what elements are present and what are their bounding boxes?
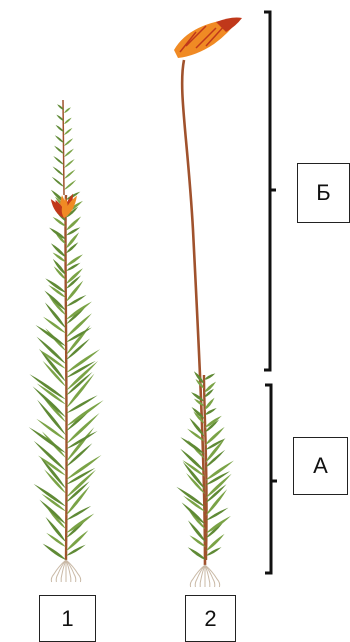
leaf <box>191 392 204 401</box>
leaf <box>36 337 66 365</box>
plant-1-number-box: 1 <box>39 595 96 642</box>
leaf <box>183 462 206 490</box>
label-a-box: А <box>293 437 348 495</box>
leaf <box>35 325 66 346</box>
leaf <box>182 502 206 524</box>
plant-1-number: 1 <box>61 606 73 632</box>
plant-2-number: 2 <box>204 606 216 632</box>
leaf <box>44 291 66 311</box>
bracket-b-sporophyte <box>264 12 276 370</box>
leaf <box>53 166 64 176</box>
leaf <box>29 374 66 400</box>
leaf <box>52 177 64 187</box>
leaf <box>49 228 66 240</box>
stem <box>65 195 66 560</box>
leaf <box>53 156 64 165</box>
leaf <box>66 395 98 413</box>
bracket-a-gametophyte <box>265 385 277 573</box>
label-a-text: А <box>313 453 328 479</box>
label-b-text: Б <box>316 180 330 206</box>
leaf <box>66 545 86 556</box>
leaf <box>206 508 229 521</box>
plant-2-sporophyte-on-gametophyte <box>174 18 242 588</box>
leaf <box>64 128 72 135</box>
capsule <box>174 18 242 59</box>
leaf <box>204 398 214 411</box>
leaf <box>46 533 66 547</box>
leaf <box>51 243 66 257</box>
leaf <box>48 509 66 530</box>
leaf <box>64 138 73 146</box>
leaf <box>204 373 215 379</box>
leaf <box>64 159 75 168</box>
leaf <box>64 180 76 190</box>
tip-stem <box>63 100 64 195</box>
rhizoids <box>51 560 80 582</box>
rhizoids <box>190 565 219 587</box>
leaf <box>29 427 66 453</box>
plant-2-number-box: 2 <box>185 595 236 642</box>
leaf <box>43 544 66 560</box>
leaf <box>54 146 64 154</box>
leaf <box>64 118 72 124</box>
leaf <box>55 135 64 143</box>
leaf <box>64 169 75 179</box>
leaf <box>206 523 223 538</box>
leaf <box>66 530 88 551</box>
leaf <box>66 513 94 533</box>
leaf <box>66 192 80 200</box>
leaf <box>43 361 66 387</box>
plant-1-gametophyte <box>29 100 104 582</box>
leaf <box>188 520 206 542</box>
leaf <box>66 470 96 498</box>
leaf <box>66 254 83 266</box>
leaf <box>66 242 78 253</box>
leaf <box>64 107 71 113</box>
leaf <box>66 455 101 480</box>
leaf <box>189 535 205 547</box>
leaf <box>188 547 206 560</box>
leaf <box>64 149 74 157</box>
label-b-box: Б <box>297 163 350 223</box>
